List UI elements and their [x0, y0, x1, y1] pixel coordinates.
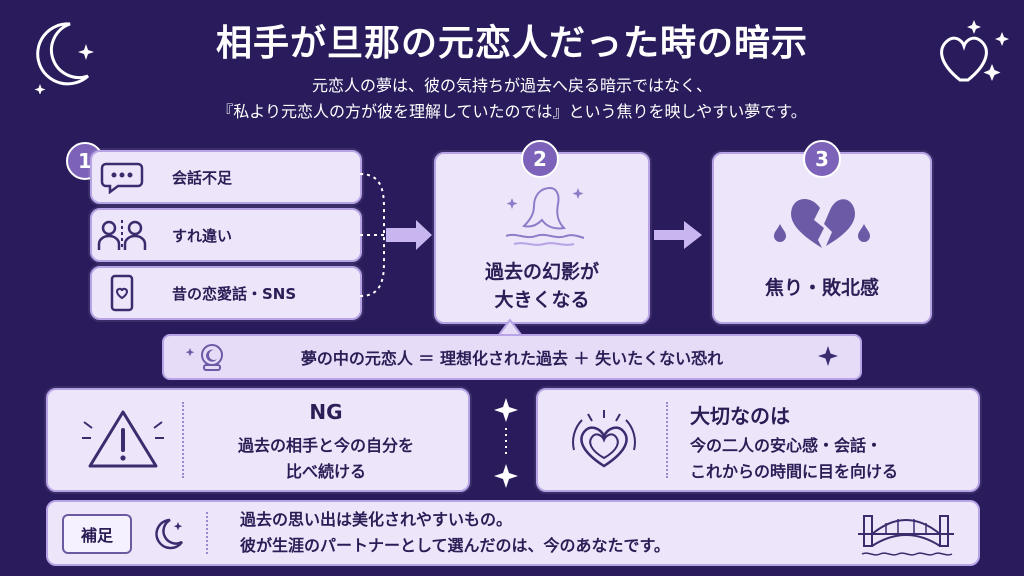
important-heading: 大切なのは — [690, 404, 790, 428]
step1-item-label: 会話不足 — [172, 168, 233, 187]
warning-icon — [82, 404, 164, 478]
step3-label: 焦り・敗北感 — [764, 277, 879, 299]
banner-text: 夢の中の元恋人 ＝ 理想化された過去 ＋ 失いたくない恐れ — [300, 349, 724, 368]
step1-item-misunderstanding: すれ違い — [90, 208, 362, 262]
heart-outline-icon — [940, 20, 1009, 82]
bridge-icon — [856, 510, 956, 562]
page-title: 相手が旦那の元恋人だった時の暗示 — [215, 23, 808, 64]
subtitle-line-1: 元恋人の夢は、彼の気持ちが過去へ戻る暗示ではなく、 — [311, 76, 712, 95]
heart-glow-icon — [564, 406, 644, 480]
step1-item-label: 昔の恋愛話・SNS — [172, 284, 297, 303]
two-people-icon — [92, 215, 152, 255]
step1-item-old-love-sns: 昔の恋愛話・SNS — [90, 266, 362, 320]
equation-banner: 夢の中の元恋人 ＝ 理想化された過去 ＋ 失いたくない恐れ — [162, 334, 862, 380]
step2-label-line2: 大きくなる — [494, 289, 590, 311]
note-line1: 過去の思い出は美化されやすいもの。 — [240, 510, 513, 529]
pointer-triangle — [498, 318, 522, 336]
phone-heart-icon — [92, 273, 152, 313]
woman-silhouette-icon — [500, 180, 588, 254]
sparkle-icon — [818, 346, 838, 370]
divider-sparkles — [494, 398, 518, 488]
arrow-right-icon — [654, 221, 702, 249]
moon-icon — [148, 514, 188, 558]
ng-heading: NG — [309, 400, 343, 424]
important-card: 大切なのは 今の二人の安心感・会話・ これからの時間に目を向ける — [536, 388, 980, 492]
important-line1: 今の二人の安心感・会話・ — [690, 436, 883, 455]
ng-line2: 比べ続ける — [285, 462, 366, 481]
step1-item-label: すれ違い — [172, 226, 233, 245]
supplement-note: 補足 過去の思い出は美化されやすいもの。 彼が生涯のパートナーとして選んだのは、… — [46, 500, 980, 566]
dotted-bracket — [359, 173, 432, 297]
step-3-badge: 3 — [803, 140, 841, 178]
note-line2: 彼が生涯のパートナーとして選んだのは、今のあなたです。 — [240, 536, 670, 555]
ng-line1: 過去の相手と今の自分を — [237, 436, 414, 455]
crescent-moon-icon — [34, 22, 94, 94]
broken-heart-icon — [772, 190, 872, 258]
subtitle-line-2: 『私より元恋人の方が彼を理解していたのでは』という焦りを映しやすい夢です。 — [217, 102, 807, 121]
step2-label-line1: 過去の幻影が — [484, 261, 599, 283]
step-2-badge: 2 — [521, 140, 559, 178]
ng-card: NG 過去の相手と今の自分を 比べ続ける — [46, 388, 470, 492]
chat-bubble-icon — [92, 157, 152, 197]
supplement-tag: 補足 — [62, 514, 132, 554]
important-line2: これからの時間に目を向ける — [690, 462, 899, 481]
step1-item-conversation: 会話不足 — [90, 150, 362, 204]
crystal-ball-icon — [184, 342, 230, 376]
